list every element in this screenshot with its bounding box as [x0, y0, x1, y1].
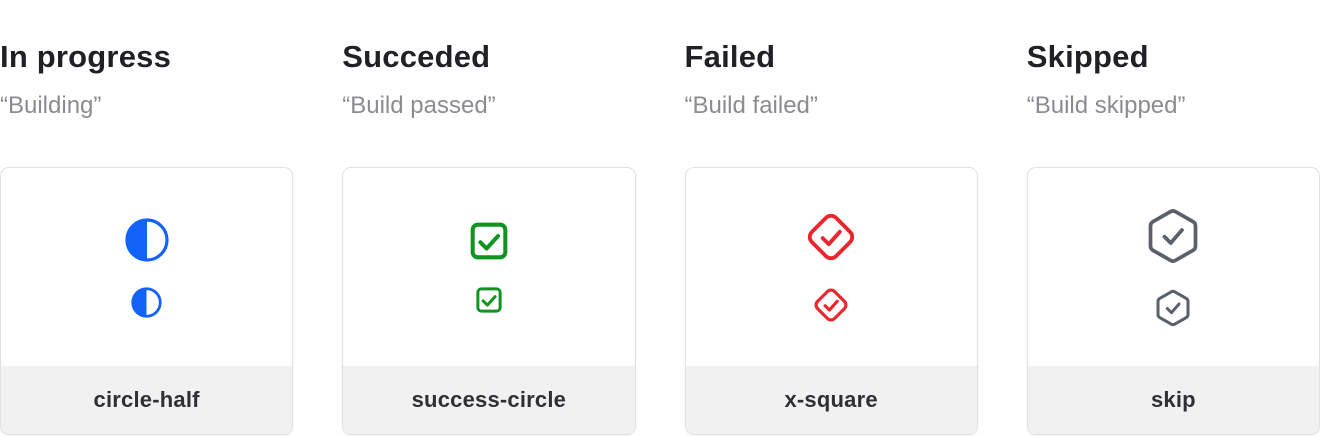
icon-name-label: x-square [784, 387, 878, 412]
diamond-check-icon-large [808, 213, 855, 261]
circle-half-icon-large [125, 217, 169, 262]
status-quote: “Build failed” [684, 92, 818, 119]
icon-name-label: success-circle [411, 387, 567, 412]
icon-preview-area [686, 168, 977, 366]
hexagon-check-icon-small [1156, 289, 1190, 327]
icon-name-footer: skip [1027, 366, 1319, 434]
status-column-failed: Failed “Build failed” x-square [684, 0, 978, 436]
icon-preview-area [1, 168, 292, 366]
icon-name-footer: success-circle [343, 366, 635, 434]
status-title: Succeded [342, 39, 491, 74]
icon-name-footer: circle-half [1, 366, 293, 434]
icon-name-label: skip [1150, 387, 1196, 412]
status-title: In progress [0, 39, 172, 74]
status-quote: “Build passed” [342, 92, 496, 119]
status-title: Failed [684, 39, 776, 74]
hexagon-check-icon-large [1149, 209, 1198, 263]
icon-preview-card: success-circle [342, 167, 636, 435]
icon-name-label: circle-half [93, 387, 200, 412]
icon-preview-area [1028, 168, 1319, 366]
status-quote: “Build skipped” [1026, 92, 1186, 119]
icon-preview-card: skip [1026, 167, 1320, 435]
diamond-check-icon-small [814, 288, 848, 322]
status-quote: “Building” [0, 92, 102, 119]
icon-preview-card: x-square [684, 167, 978, 435]
check-square-icon-large [470, 222, 508, 260]
check-square-icon-small [476, 287, 502, 313]
status-column-skipped: Skipped “Build skipped” skip [1026, 0, 1320, 436]
icon-preview-card: circle-half [0, 167, 294, 435]
status-column-in-progress: In progress “Building” circle-half [0, 0, 294, 436]
icon-preview-area [343, 168, 634, 366]
icon-name-footer: x-square [685, 366, 977, 434]
status-column-succeded: Succeded “Build passed” success-circle [342, 0, 636, 436]
status-title: Skipped [1026, 39, 1149, 74]
circle-half-icon-small [131, 286, 162, 318]
